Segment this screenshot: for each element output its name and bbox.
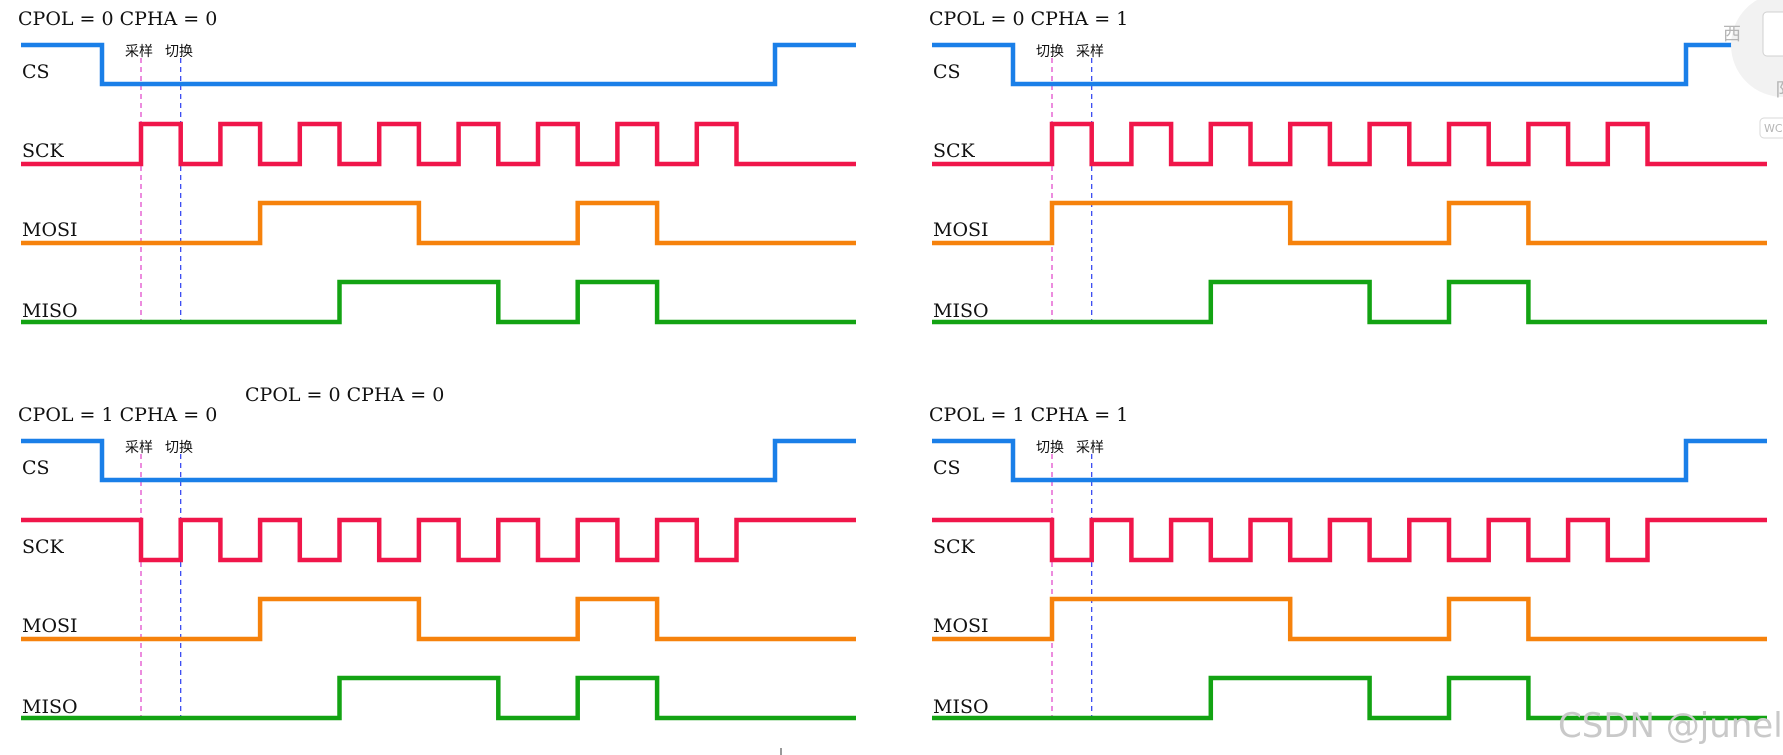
mosi-waveform <box>21 200 856 246</box>
watermark: CSDN @junel0 <box>1558 706 1783 746</box>
signal-label-cs: CS <box>22 457 50 479</box>
miso-waveform <box>21 279 856 325</box>
side-overlay: 西阝 WC <box>1723 0 1783 139</box>
signal-label-sck: SCK <box>22 140 65 162</box>
marker-label-left: 切换 <box>1036 439 1064 456</box>
miso-waveform <box>932 279 1767 325</box>
signal-label-mosi: MOSI <box>933 615 989 637</box>
signal-label-mosi: MOSI <box>22 615 78 637</box>
signal-label-mosi: MOSI <box>933 219 989 241</box>
signal-label-sck: SCK <box>22 536 65 558</box>
signal-label-cs: CS <box>22 61 50 83</box>
panel-2: CPOL = 0 CPHA = 1 切换采样 CS SCK MOSI MISO <box>929 8 1767 325</box>
miso-waveform <box>932 675 1767 721</box>
signal-label-miso: MISO <box>22 300 78 322</box>
marker-label-right: 切换 <box>165 43 193 60</box>
signal-label-miso: MISO <box>22 696 78 718</box>
cs-waveform <box>21 438 856 483</box>
signal-label-miso: MISO <box>933 300 989 322</box>
overlay-chip-text: WC <box>1764 122 1783 135</box>
panel-3: CPOL = 1 CPHA = 0 采样切换 CS SCK MOSI MISO <box>18 404 856 721</box>
marker-label-left: 采样 <box>125 440 153 456</box>
miso-waveform <box>21 675 856 721</box>
signal-label-miso: MISO <box>933 696 989 718</box>
overlay-char-mid: 阝 <box>1775 80 1783 101</box>
sck-waveform <box>932 121 1767 167</box>
marker-label-right: 采样 <box>1076 44 1104 60</box>
panel-title: CPOL = 0 CPHA = 0 <box>18 8 217 30</box>
sck-waveform <box>932 517 1767 563</box>
marker-label-right: 采样 <box>1076 440 1104 456</box>
cs-waveform <box>932 438 1767 483</box>
cs-waveform <box>932 42 1767 87</box>
marker-label-left: 采样 <box>125 44 153 60</box>
cs-waveform <box>21 42 856 87</box>
panel-title: CPOL = 1 CPHA = 0 <box>18 404 217 426</box>
marker-label-right: 切换 <box>165 439 193 456</box>
panel-title: CPOL = 1 CPHA = 1 <box>929 404 1128 426</box>
mosi-waveform <box>21 596 856 642</box>
signal-label-sck: SCK <box>933 536 976 558</box>
marker-label-left: 切换 <box>1036 43 1064 60</box>
signal-label-cs: CS <box>933 61 961 83</box>
overlay-chip <box>1759 117 1783 139</box>
panel-title: CPOL = 0 CPHA = 1 <box>929 8 1128 30</box>
sck-waveform <box>21 517 856 563</box>
floating-caption: CPOL = 0 CPHA = 0 <box>245 384 444 406</box>
mosi-waveform <box>932 596 1767 642</box>
signal-label-sck: SCK <box>933 140 976 162</box>
panel-4: CPOL = 1 CPHA = 1 切换采样 CS SCK MOSI MISO <box>929 404 1767 721</box>
overlay-box <box>1762 11 1783 57</box>
overlay-char-top: 西 <box>1723 24 1741 45</box>
mosi-waveform <box>932 200 1767 246</box>
panel-1: CPOL = 0 CPHA = 0 采样切换 CS SCK MOSI MISO <box>18 8 856 325</box>
signal-label-cs: CS <box>933 457 961 479</box>
sck-waveform <box>21 121 856 167</box>
signal-label-mosi: MOSI <box>22 219 78 241</box>
